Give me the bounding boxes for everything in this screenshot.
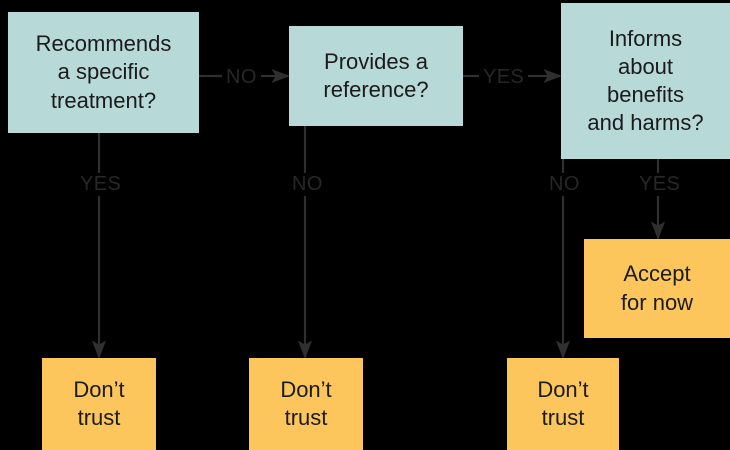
node-provides-reference-label: Provides a reference? [323, 48, 429, 102]
edge-label-informs-to-dont-trust: NO [545, 173, 584, 196]
node-dont-trust-1[interactable]: Don’t trust [42, 358, 156, 450]
node-dont-trust-2[interactable]: Don’t trust [249, 358, 363, 450]
node-informs-benefits-harms-label: Informs about benefits and harms? [587, 25, 704, 136]
node-provides-reference[interactable]: Provides a reference? [289, 26, 463, 126]
edge-label-recommends-to-provides: NO [222, 66, 261, 89]
node-dont-trust-3-label: Don’t trust [537, 376, 589, 430]
node-recommends-treatment-label: Recommends a specific treatment? [35, 31, 172, 113]
edge-label-recommends-to-dont-trust: YES [76, 173, 126, 196]
node-dont-trust-1-label: Don’t trust [73, 376, 125, 430]
node-dont-trust-2-label: Don’t trust [280, 376, 332, 430]
edge-label-provides-to-dont-trust: NO [288, 173, 327, 196]
node-accept-for-now[interactable]: Accept for now [584, 239, 730, 338]
node-recommends-treatment[interactable]: Recommends a specific treatment? [8, 12, 199, 133]
node-dont-trust-3[interactable]: Don’t trust [507, 358, 619, 450]
edge-label-provides-to-informs: YES [479, 66, 529, 89]
edge-label-informs-to-accept: YES [635, 173, 685, 196]
node-informs-benefits-harms[interactable]: Informs about benefits and harms? [561, 3, 730, 159]
node-accept-for-now-label: Accept for now [620, 261, 694, 315]
